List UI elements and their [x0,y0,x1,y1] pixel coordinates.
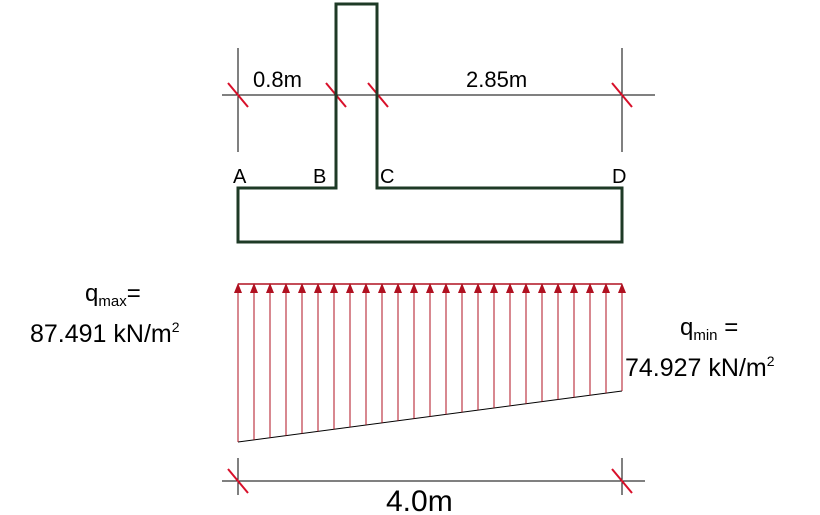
qmin-symbol: q [680,314,693,341]
qmin-value: 74.927 kN/m2 [625,353,775,382]
tick-d [611,82,633,108]
pressure-arrow-head [490,283,498,293]
dim-right-label: 2.85m [466,67,527,92]
pressure-arrow-head [474,283,482,293]
pressure-arrow-head [250,283,258,293]
qmax-subscript: max [98,293,127,310]
qmin-label: qmin = [680,314,738,344]
bottom-ticks [227,468,633,494]
qmax-label: qmax= [85,280,141,310]
pressure-arrow-head [458,283,466,293]
tick-bottom-right [611,468,633,494]
qmax-value-text: 87.491 kN/m [30,320,172,348]
pressure-arrow-head [602,283,610,293]
qmin-equals: = [718,314,739,341]
pressure-arrows [234,283,626,442]
pressure-arrow-head [570,283,578,293]
total-width-label: 4.0m [386,485,453,515]
point-b-label: B [313,166,326,188]
pressure-arrow-head [234,283,242,293]
pressure-arrow-head [314,283,322,293]
pressure-arrow-head [362,283,370,293]
pressure-arrow-head [378,283,386,293]
footing-outline [236,2,624,244]
pressure-arrow-head [266,283,274,293]
point-a-label: A [233,166,247,188]
pressure-arrow-head [282,283,290,293]
pressure-arrow-head [618,283,626,293]
point-d-label: D [612,166,626,188]
pressure-arrow-head [442,283,450,293]
qmin-value-text: 74.927 kN/m [625,354,767,382]
pressure-arrow-head [538,283,546,293]
pressure-arrow-head [506,283,514,293]
pressure-arrow-head [298,283,306,293]
qmax-equals: = [127,280,141,307]
qmax-value: 87.491 kN/m2 [30,319,180,348]
pressure-arrow-head [346,283,354,293]
pressure-arrow-head [394,283,402,293]
point-c-label: C [380,166,394,188]
pressure-arrow-head [586,283,594,293]
tick-bottom-left [227,468,249,494]
pressure-arrow-head [330,283,338,293]
tick-a [227,82,249,108]
qmin-exponent: 2 [767,353,775,369]
pressure-arrow-head [410,283,418,293]
qmax-symbol: q [85,280,98,307]
pressure-arrow-head [522,283,530,293]
dim-left-label: 0.8m [253,67,302,92]
pressure-diagram [234,283,626,443]
qmax-exponent: 2 [172,319,180,335]
pressure-arrow-head [426,283,434,293]
qmin-subscript: min [693,327,717,344]
pressure-arrow-head [554,283,562,293]
